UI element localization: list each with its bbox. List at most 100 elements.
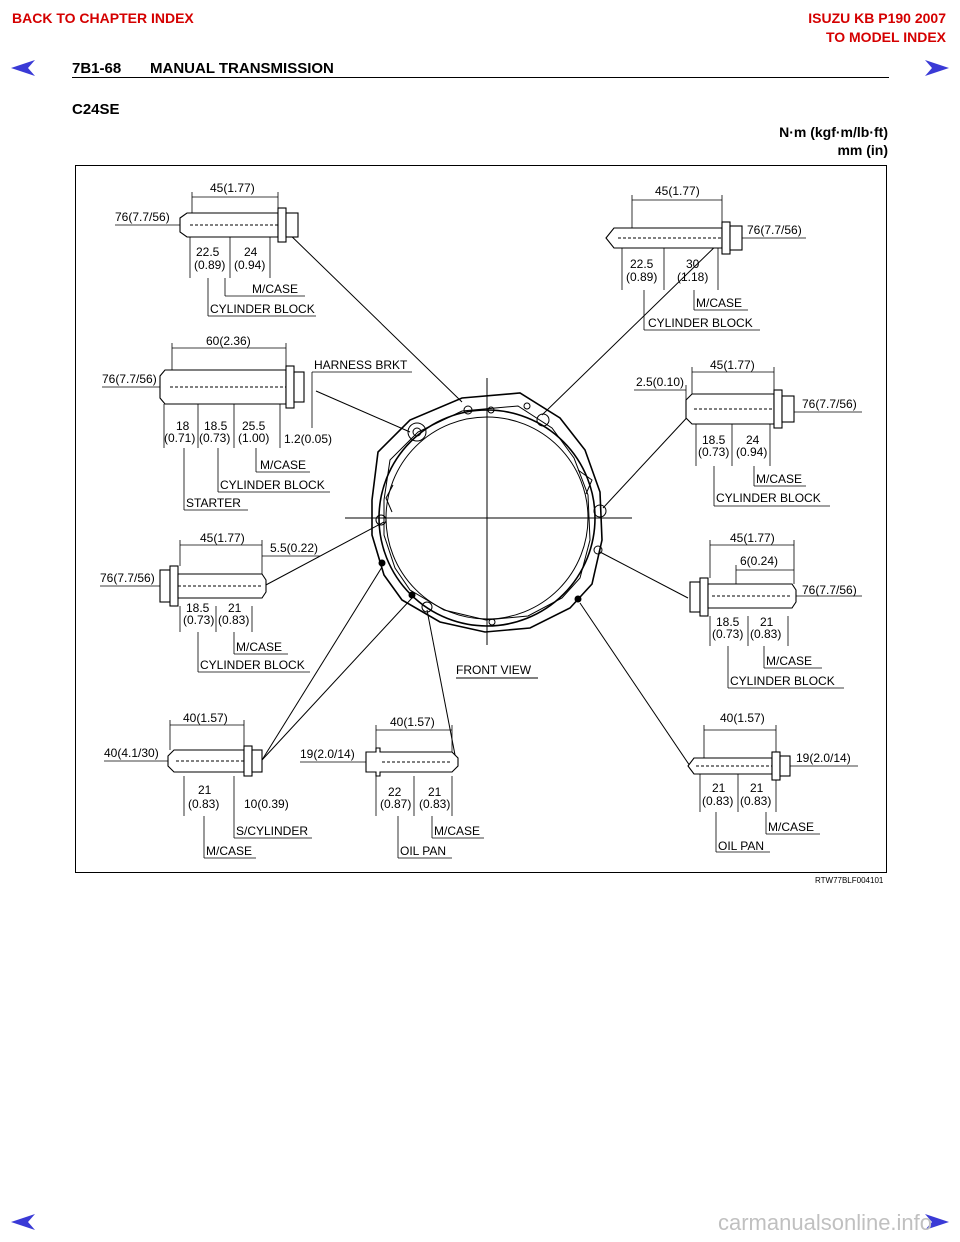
mr-label-mcase: M/CASE — [766, 654, 812, 668]
mr-torque: 76(7.7/56) — [802, 583, 857, 597]
mrt-total: 45(1.77) — [710, 358, 755, 372]
upper-left-seg1-in: (0.89) — [194, 258, 225, 272]
mr-seg2-mm: 21 — [760, 615, 774, 629]
upper-left-seg2-mm: 24 — [244, 245, 258, 259]
mrt-label-cylblock: CYLINDER BLOCK — [716, 491, 821, 505]
mr-seg1-in: (0.73) — [712, 627, 743, 641]
lc-label-mcase: M/CASE — [434, 824, 480, 838]
bolt-middle-right — [689, 577, 797, 617]
ml-seg1-in: (0.73) — [183, 613, 214, 627]
lc-seg1-mm: 22 — [388, 785, 402, 799]
ll-seg1-in: (0.83) — [188, 797, 219, 811]
mlt-seg3-in: (1.00) — [238, 431, 269, 445]
upper-left-torque: 76(7.7/56) — [115, 210, 170, 224]
lr-seg1-in: (0.83) — [702, 794, 733, 808]
lr-total: 40(1.57) — [720, 711, 765, 725]
ll-seg1-mm: 21 — [198, 783, 212, 797]
next-page-arrow-icon[interactable] — [924, 58, 950, 78]
mlt-seg2-mm: 18.5 — [204, 419, 228, 433]
back-to-chapter-index-link[interactable]: BACK TO CHAPTER INDEX — [12, 10, 194, 26]
lr-label-oilpan: OIL PAN — [718, 839, 764, 853]
ur-torque: 76(7.7/56) — [747, 223, 802, 237]
length-units: mm (in) — [837, 142, 888, 158]
mlt-label-mcase: M/CASE — [260, 458, 306, 472]
upper-left-label-mcase: M/CASE — [252, 282, 298, 296]
ll-offset: 10(0.39) — [244, 797, 289, 811]
lc-seg2-mm: 21 — [428, 785, 442, 799]
front-view-label: FRONT VIEW — [456, 663, 532, 677]
lr-seg2-mm: 21 — [750, 781, 764, 795]
ml-seg2-mm: 21 — [228, 601, 242, 615]
bolt-upper-left — [179, 207, 299, 243]
ml-torque: 76(7.7/56) — [100, 571, 155, 585]
mlt-clearance: 1.2(0.05) — [284, 432, 332, 446]
units-legend: N·m (kgf·m/lb·ft) mm (in) — [779, 123, 888, 159]
lc-total: 40(1.57) — [390, 715, 435, 729]
mrt-seg2-in: (0.94) — [736, 445, 767, 459]
upper-left-seg2-in: (0.94) — [234, 258, 265, 272]
ml-label-mcase: M/CASE — [236, 640, 282, 654]
mlt-label-starter: STARTER — [186, 496, 241, 510]
bolt-lower-center — [365, 747, 459, 777]
mlt-total: 60(2.36) — [206, 334, 251, 348]
ur-total: 45(1.77) — [655, 184, 700, 198]
mlt-seg2-in: (0.73) — [199, 431, 230, 445]
bolt-lower-right — [687, 751, 791, 781]
bolt-middle-left-top — [159, 365, 305, 409]
ml-seg1-mm: 18.5 — [186, 601, 210, 615]
bolt-middle-right-top — [685, 389, 795, 429]
bolt-middle-left — [159, 565, 267, 607]
mrt-seg2-mm: 24 — [746, 433, 760, 447]
mrt-offset: 2.5(0.10) — [636, 375, 684, 389]
ll-torque: 40(4.1/30) — [104, 746, 159, 760]
page-reference: 7B1-68 — [72, 60, 122, 77]
to-model-index-link[interactable]: TO MODEL INDEX — [825, 29, 946, 45]
next-page-arrow-bottom-icon[interactable] — [924, 1212, 950, 1232]
lc-label-oilpan: OIL PAN — [400, 844, 446, 858]
lr-label-mcase: M/CASE — [768, 820, 814, 834]
mlt-label-cylblock: CYLINDER BLOCK — [220, 478, 325, 492]
ur-label-mcase: M/CASE — [696, 296, 742, 310]
mlt-seg1-in: (0.71) — [164, 431, 195, 445]
mr-seg1-mm: 18.5 — [716, 615, 740, 629]
lc-torque: 19(2.0/14) — [300, 747, 355, 761]
ur-label-cylblock: CYLINDER BLOCK — [648, 316, 753, 330]
page-title: MANUAL TRANSMISSION — [150, 60, 334, 77]
mr-total: 45(1.77) — [730, 531, 775, 545]
mrt-seg1-mm: 18.5 — [702, 433, 726, 447]
lc-seg2-in: (0.83) — [419, 797, 450, 811]
torque-units: N·m (kgf·m/lb·ft) — [779, 124, 888, 140]
ml-seg2-in: (0.83) — [218, 613, 249, 627]
ur-seg1-in: (0.89) — [626, 270, 657, 284]
mrt-label-mcase: M/CASE — [756, 472, 802, 486]
mlt-torque: 76(7.7/56) — [102, 372, 157, 386]
mlt-seg1-mm: 18 — [176, 419, 190, 433]
ml-offset: 5.5(0.22) — [270, 541, 318, 555]
transmission-case-outline — [345, 378, 632, 645]
figure-frame — [75, 165, 887, 873]
bolt-upper-right — [605, 221, 743, 255]
lr-seg1-mm: 21 — [712, 781, 726, 795]
ur-seg2-in: (1.18) — [677, 270, 708, 284]
ur-seg1-mm: 22.5 — [630, 257, 654, 271]
mlt-seg3-mm: 25.5 — [242, 419, 266, 433]
section-title: C24SE — [72, 101, 120, 118]
ur-seg2-mm: 30 — [686, 257, 700, 271]
prev-page-arrow-bottom-icon[interactable] — [10, 1212, 36, 1232]
watermark-text: carmanualsonline.info — [718, 1210, 933, 1235]
ll-label-scylinder: S/CYLINDER — [236, 824, 308, 838]
ml-total: 45(1.77) — [200, 531, 245, 545]
lc-seg1-in: (0.87) — [380, 797, 411, 811]
prev-page-arrow-icon[interactable] — [10, 58, 36, 78]
upper-left-seg1-mm: 22.5 — [196, 245, 220, 259]
isuzu-model-title: ISUZU KB P190 2007 — [808, 10, 946, 26]
header-rule — [72, 77, 889, 78]
ml-label-cylblock: CYLINDER BLOCK — [200, 658, 305, 672]
mlt-harness-brkt: HARNESS BRKT — [314, 358, 408, 372]
upper-left-total: 45(1.77) — [210, 181, 255, 195]
lr-torque: 19(2.0/14) — [796, 751, 851, 765]
lr-seg2-in: (0.83) — [740, 794, 771, 808]
mr-label-cylblock: CYLINDER BLOCK — [730, 674, 835, 688]
ll-total: 40(1.57) — [183, 711, 228, 725]
